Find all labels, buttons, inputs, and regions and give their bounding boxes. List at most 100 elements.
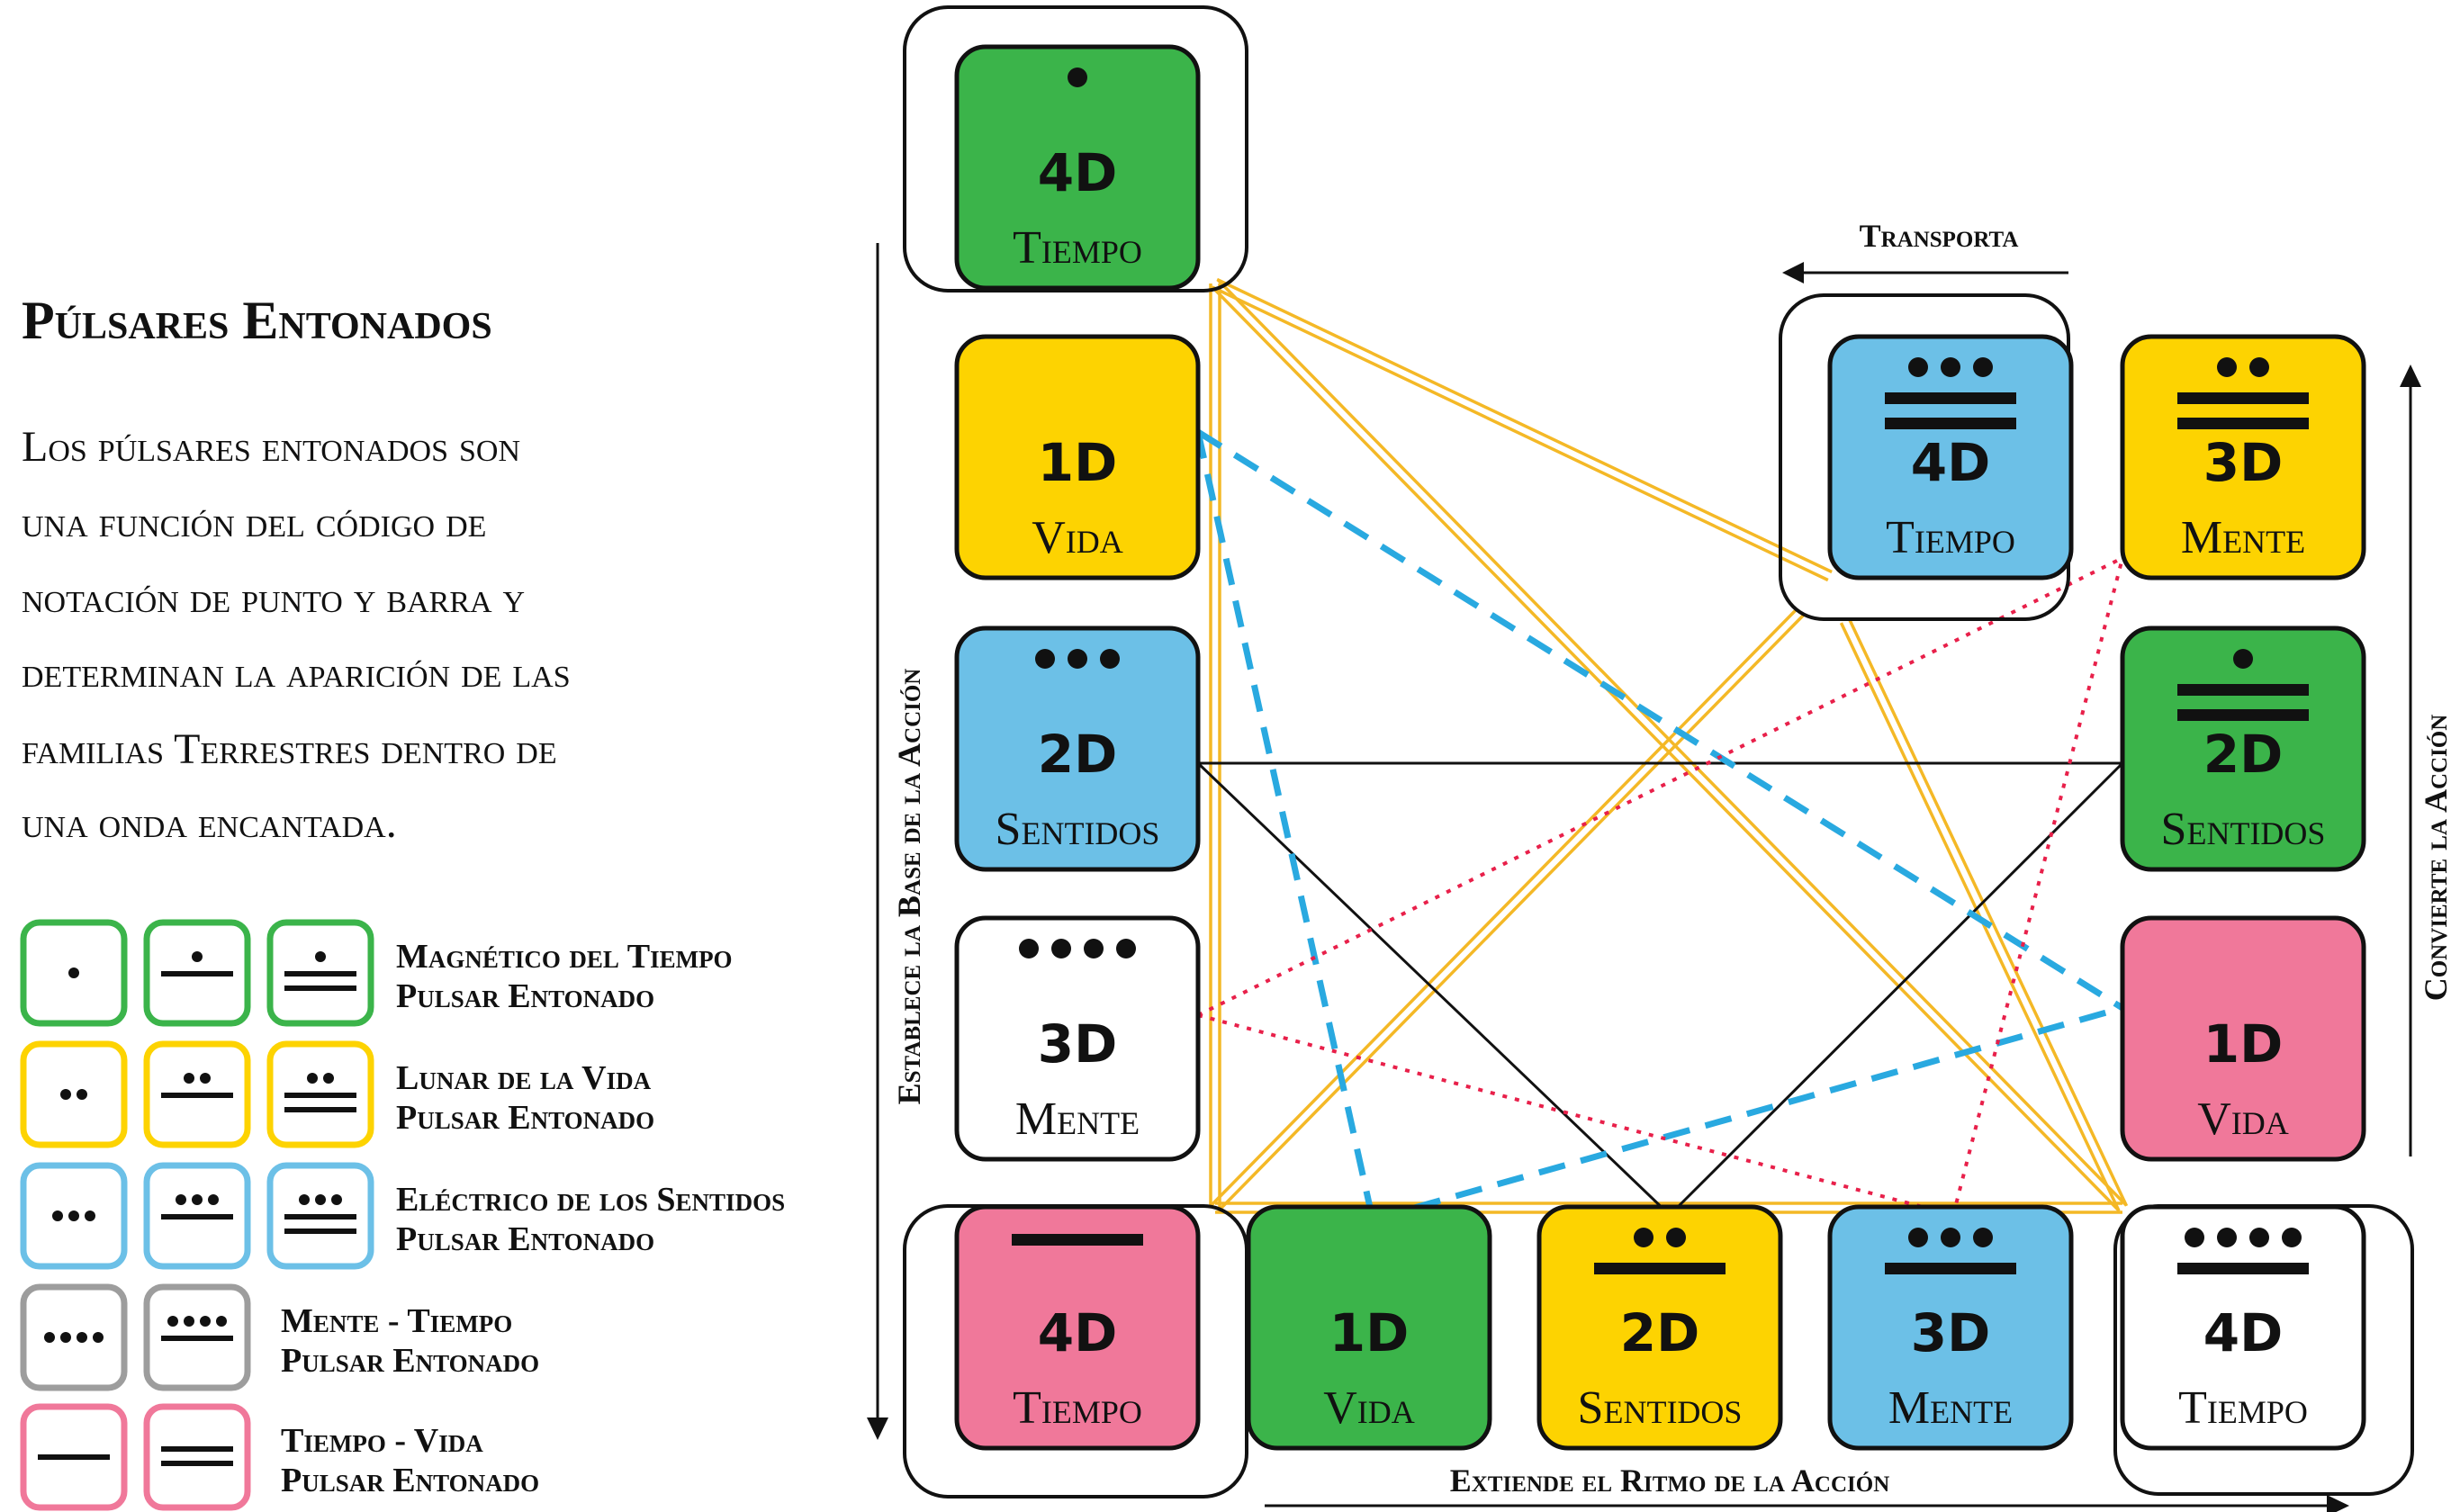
description-line: una función del código de bbox=[22, 499, 486, 546]
dot-glyph bbox=[1666, 1228, 1686, 1247]
dot-glyph bbox=[1068, 649, 1087, 669]
legend-bar-glyph bbox=[284, 1214, 356, 1220]
legend-sublabel: Pulsar Entonado bbox=[281, 1462, 539, 1499]
legend-bar-glyph bbox=[161, 971, 233, 976]
legend-swatch bbox=[20, 1040, 128, 1148]
bottom-arrow-label: Extiende el Ritmo de la Acción bbox=[1450, 1462, 1890, 1498]
dot-glyph bbox=[1019, 939, 1039, 958]
legend-dot-glyph bbox=[216, 1316, 227, 1327]
dot-glyph bbox=[1068, 68, 1087, 87]
description-line: notación de punto y barra y bbox=[22, 574, 525, 622]
right-arrowhead bbox=[2400, 364, 2421, 387]
tile-dimension: 4D bbox=[2203, 1302, 2284, 1364]
red-dotted-line bbox=[1197, 556, 2123, 1017]
tile-name: Tiempo bbox=[1013, 1382, 1142, 1434]
legend-swatch bbox=[143, 1403, 251, 1511]
bar-glyph bbox=[1885, 418, 2016, 429]
tile-name: Vida bbox=[1032, 512, 1123, 563]
tile-background bbox=[954, 626, 1201, 872]
bar-glyph bbox=[1594, 1263, 1726, 1274]
tile-name: Mente bbox=[1888, 1382, 2013, 1434]
legend-dot-glyph bbox=[323, 1073, 334, 1084]
dot-glyph bbox=[2217, 1228, 2237, 1247]
tile-name: Vida bbox=[1323, 1382, 1415, 1434]
tile: 1D Vida bbox=[1246, 1204, 1492, 1451]
tile-name: Sentidos bbox=[2161, 804, 2326, 855]
yellow-double-line bbox=[1211, 285, 2121, 1212]
legend-dot-glyph bbox=[93, 1332, 104, 1343]
dot-glyph bbox=[1100, 649, 1120, 669]
legend-dot-glyph bbox=[44, 1332, 55, 1343]
description: Los púlsares entonados son una función d… bbox=[22, 423, 571, 847]
dot-glyph bbox=[1973, 1228, 1993, 1247]
yellow-double-line bbox=[1847, 618, 2129, 1207]
legend-bar-glyph bbox=[161, 1214, 233, 1220]
legend-bar-glyph bbox=[38, 1454, 110, 1460]
black-line bbox=[1668, 761, 2124, 1217]
tile-background bbox=[954, 334, 1201, 580]
legend-dot-glyph bbox=[77, 1332, 87, 1343]
legend-dot-glyph bbox=[77, 1089, 87, 1100]
legend-bar-glyph bbox=[284, 1228, 356, 1234]
dot-glyph bbox=[1973, 357, 1993, 377]
legend-dot-glyph bbox=[68, 1210, 79, 1221]
tile-name: Mente bbox=[2181, 512, 2305, 563]
blue-dashed-line bbox=[1196, 429, 2124, 1011]
legend-label: Tiempo - Vida bbox=[281, 1422, 483, 1460]
yellow-double-line bbox=[1212, 285, 1829, 582]
legend-bar-glyph bbox=[161, 1093, 233, 1098]
legend-sublabel: Pulsar Entonado bbox=[396, 1099, 654, 1137]
tile: 4D Tiempo bbox=[1827, 334, 2074, 580]
tile: 4D Tiempo bbox=[2120, 1204, 2366, 1451]
legend-dot-glyph bbox=[167, 1316, 178, 1327]
dot-glyph bbox=[1084, 939, 1104, 958]
dot-glyph bbox=[2233, 649, 2253, 669]
tile-name: Mente bbox=[1015, 1094, 1140, 1145]
legend-sublabel: Pulsar Entonado bbox=[281, 1342, 539, 1380]
description-line: familias Terrestres dentro de bbox=[22, 725, 557, 773]
legend-dot-glyph bbox=[184, 1316, 194, 1327]
legend-bar-glyph bbox=[161, 1336, 233, 1341]
tile-name: Tiempo bbox=[1886, 512, 2015, 563]
tile-dimension: 3D bbox=[1038, 1013, 1118, 1075]
legend-dot-glyph bbox=[85, 1210, 95, 1221]
legend-label: Magnético del Tiempo bbox=[396, 938, 733, 976]
tile-dimension: 4D bbox=[1911, 432, 1991, 493]
dot-glyph bbox=[2217, 357, 2237, 377]
bar-glyph bbox=[1012, 1234, 1143, 1246]
legend-dot-glyph bbox=[184, 1073, 194, 1084]
legend-dot-glyph bbox=[60, 1332, 71, 1343]
tile-dimension: 3D bbox=[1911, 1302, 1991, 1364]
dot-glyph bbox=[1908, 357, 1928, 377]
legend-bar-glyph bbox=[284, 986, 356, 991]
legend-dot-glyph bbox=[192, 951, 203, 962]
legend-bar-glyph bbox=[161, 1461, 233, 1466]
bar-glyph bbox=[1885, 392, 2016, 404]
blue-dashed-line bbox=[1194, 431, 1376, 1220]
bar-glyph bbox=[2177, 418, 2309, 429]
dot-glyph bbox=[2282, 1228, 2302, 1247]
dot-glyph bbox=[1908, 1228, 1928, 1247]
dot-glyph bbox=[2249, 357, 2269, 377]
legend-dot-glyph bbox=[200, 1316, 211, 1327]
legend-sublabel: Pulsar Entonado bbox=[396, 1220, 654, 1258]
bar-glyph bbox=[2177, 684, 2309, 696]
legend-dot-glyph bbox=[331, 1194, 342, 1205]
black-line bbox=[1196, 761, 1672, 1217]
bar-glyph bbox=[2177, 1263, 2309, 1274]
tile-background bbox=[954, 915, 1201, 1162]
left-arrow-label: Establece la Base de la Acción bbox=[891, 669, 927, 1105]
tile-name: Tiempo bbox=[2178, 1382, 2308, 1434]
legend-label: Mente - Tiempo bbox=[281, 1302, 512, 1340]
dot-glyph bbox=[2185, 1228, 2204, 1247]
legend-dot-glyph bbox=[307, 1073, 318, 1084]
tile-dimension: 1D bbox=[1329, 1302, 1410, 1364]
